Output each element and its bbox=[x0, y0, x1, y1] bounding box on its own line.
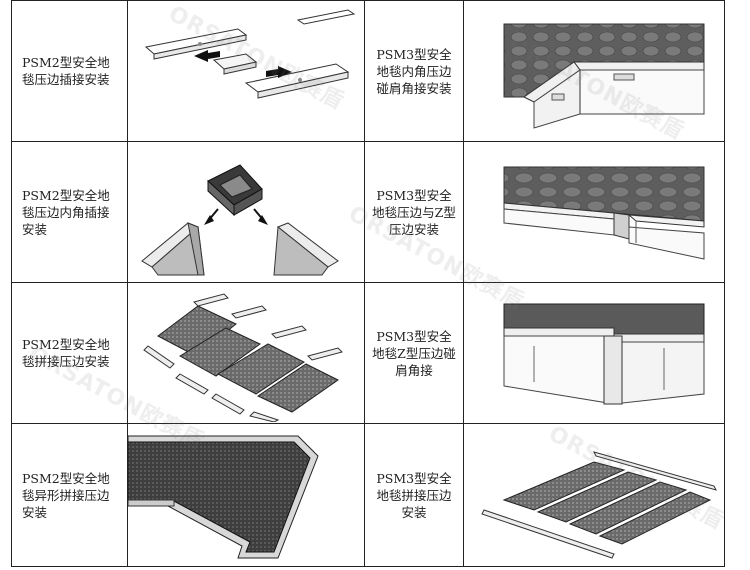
label-cell: PSM3型安全地毯拼接压边安装 bbox=[364, 423, 464, 567]
illustration-spliced-mats bbox=[127, 282, 365, 424]
label-cell: PSM3型安全地毯压边与Z型压边安装 bbox=[364, 141, 464, 283]
row-label: PSM3型安全地毯压边与Z型压边安装 bbox=[372, 187, 456, 237]
row-label: PSM2型安全地毯拼接压边安装 bbox=[22, 337, 110, 369]
label-cell: PSM2型安全地毯拼接压边安装 bbox=[11, 282, 128, 424]
inner-corner-plug-diagram bbox=[141, 164, 339, 276]
label-cell: PSM2型安全地毯压边内角插接安装 bbox=[11, 141, 128, 283]
z-edge-shoulder-diagram bbox=[503, 303, 705, 405]
row-label: PSM3型安全地毯Z型压边碰肩角接 bbox=[372, 328, 456, 378]
row-label: PSM2型安全地毯压边插接安装 bbox=[22, 55, 110, 87]
spliced-mats-edge-diagram bbox=[481, 451, 717, 559]
inner-corner-edge-diagram bbox=[503, 23, 705, 129]
edge-with-z-edge-diagram bbox=[503, 166, 705, 260]
illustration-inner-corner-joint bbox=[463, 0, 725, 142]
label-cell: PSM2型安全地毯压边插接安装 bbox=[11, 0, 128, 142]
irregular-shape-diagram bbox=[128, 435, 319, 559]
illustration-z-edge-shoulder bbox=[463, 282, 725, 424]
label-cell: PSM3型安全地毯内角压边碰肩角接安装 bbox=[364, 0, 464, 142]
table-row: PSM2型安全地毯压边内角插接安装 bbox=[11, 141, 725, 283]
label-cell: PSM2型安全地毯异形拼接压边安装 bbox=[11, 423, 128, 567]
illustration-inner-corner-plug bbox=[127, 141, 365, 283]
illustration-edge-z-edge bbox=[463, 141, 725, 283]
illustration-irregular-shape bbox=[127, 423, 365, 567]
illustration-straight-plug-joint bbox=[127, 0, 365, 142]
illustration-spliced-edge-install bbox=[463, 423, 725, 567]
row-label: PSM3型安全地毯内角压边碰肩角接安装 bbox=[376, 46, 452, 96]
row-label: PSM3型安全地毯拼接压边安装 bbox=[376, 470, 452, 520]
row-label: PSM2型安全地毯异形拼接压边安装 bbox=[22, 470, 110, 520]
table-row: PSM2型安全地毯异形拼接压边安装 PSM3型安全地毯拼接压边安装 bbox=[11, 423, 725, 567]
label-cell: PSM3型安全地毯Z型压边碰肩角接 bbox=[364, 282, 464, 424]
table-row: PSM2型安全地毯压边插接安装 bbox=[11, 0, 725, 142]
row-label: PSM2型安全地毯压边内角插接安装 bbox=[22, 187, 110, 237]
installation-table: PSM2型安全地毯压边插接安装 bbox=[11, 0, 725, 567]
spliced-mats-diagram bbox=[143, 293, 343, 422]
straight-edge-plug-diagram bbox=[144, 9, 356, 99]
table-row: PSM2型安全地毯拼接压边安装 bbox=[11, 282, 725, 424]
